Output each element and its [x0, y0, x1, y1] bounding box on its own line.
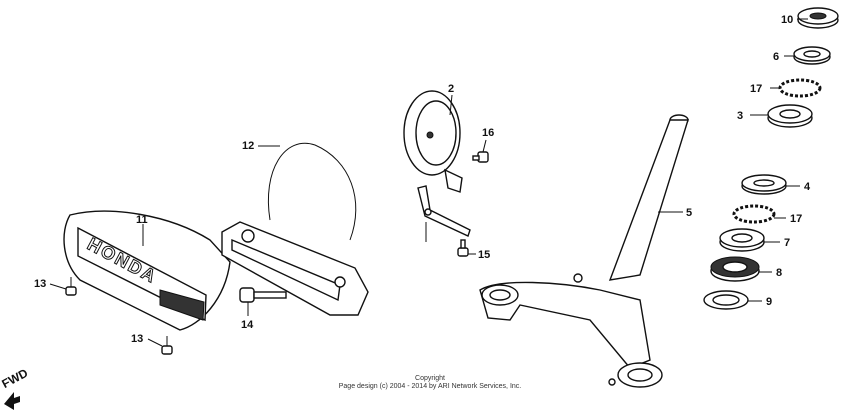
label-9: 9 [766, 296, 772, 308]
bolt-14[interactable] [239, 287, 287, 303]
label-14: 14 [241, 319, 254, 331]
label-17b: 17 [790, 213, 802, 225]
cone-3[interactable] [767, 104, 813, 128]
label-13b: 13 [131, 333, 143, 345]
ball-ring-17-lower[interactable] [732, 204, 776, 224]
label-8: 8 [776, 267, 782, 279]
bolt-16[interactable] [472, 151, 489, 163]
washer-9[interactable] [703, 290, 749, 310]
label-17a: 17 [750, 83, 762, 95]
label-10: 10 [781, 14, 793, 26]
ball-ring-17-upper[interactable] [778, 78, 822, 98]
cone-7[interactable] [719, 228, 765, 252]
fwd-arrow-icon [4, 392, 20, 410]
steering-stem-5[interactable] [479, 114, 689, 388]
bracket-12[interactable] [221, 142, 369, 316]
horn-2[interactable] [403, 90, 463, 193]
nut-10[interactable] [797, 7, 839, 29]
label-15: 15 [478, 249, 490, 261]
label-13a: 13 [34, 278, 46, 290]
copyright-line-2: Page design (c) 2004 - 2014 by ARI Netwo… [338, 383, 522, 390]
seal-8[interactable] [710, 256, 760, 282]
label-4: 4 [804, 181, 811, 193]
bolt-15[interactable] [457, 239, 469, 257]
screw-13-lower[interactable] [161, 336, 173, 355]
label-3: 3 [737, 110, 743, 122]
race-6[interactable] [793, 46, 831, 65]
horn-bracket[interactable] [417, 185, 471, 242]
label-6: 6 [773, 51, 779, 63]
race-4[interactable] [741, 174, 787, 195]
label-2: 2 [448, 83, 454, 95]
label-11: 11 [136, 214, 148, 226]
label-5: 5 [686, 207, 692, 219]
screw-13-upper[interactable] [65, 277, 77, 296]
label-16: 16 [482, 127, 494, 139]
label-12: 12 [242, 140, 254, 152]
emblem-cover[interactable]: HONDA [63, 210, 231, 331]
label-7: 7 [784, 237, 790, 249]
copyright-line-1: Copyright [415, 375, 445, 382]
